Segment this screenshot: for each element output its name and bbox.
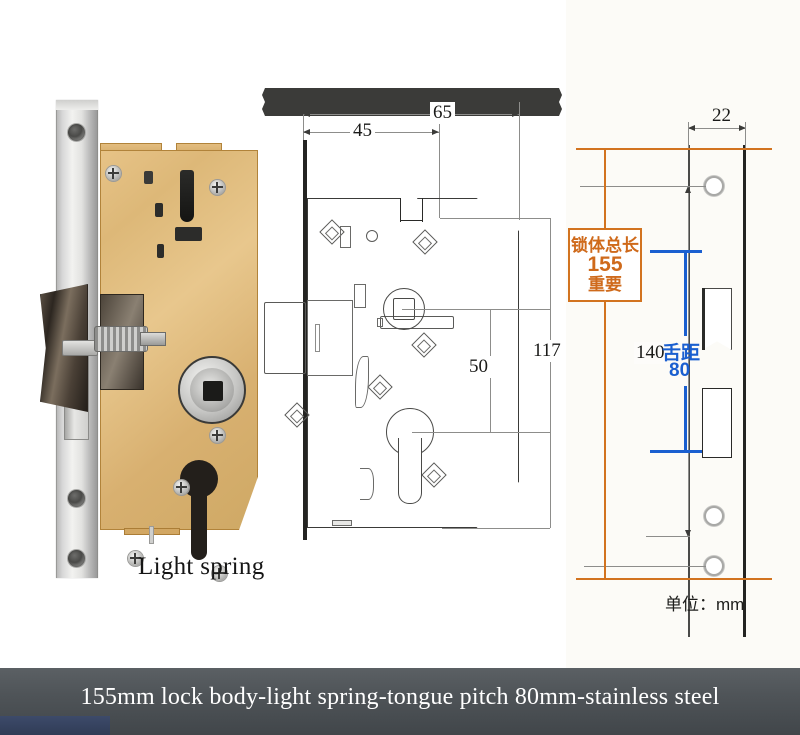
latch-notch-edge — [422, 198, 424, 222]
orange-dimension-line-vertical — [604, 148, 606, 228]
arrow-icon — [685, 530, 691, 537]
arrow-icon — [262, 95, 562, 102]
coil-spring — [94, 326, 148, 352]
dimension-label-45: 45 — [350, 120, 375, 142]
side-latch-bolt-edge — [702, 288, 705, 350]
dimension-line-65 — [303, 114, 519, 115]
drawing-cylinder-join — [399, 434, 421, 442]
case-slot — [155, 203, 163, 217]
lock-body-photo — [28, 88, 258, 588]
case-window-slot — [180, 170, 194, 222]
callout-line-1: 锁体总长 — [571, 235, 639, 255]
screw-icon — [210, 428, 225, 443]
screw-icon — [174, 480, 189, 495]
blue-dimension-line-vertical — [684, 250, 687, 336]
dimension-label-65: 65 — [430, 102, 455, 124]
dimension-label-117: 117 — [530, 340, 564, 362]
drawing-latch-pin — [315, 324, 320, 352]
arrow-icon — [262, 88, 562, 95]
drawing-cylinder-stem — [398, 438, 422, 504]
leader-line — [440, 218, 550, 219]
extension-line — [439, 114, 440, 218]
orange-dimension-line-vertical — [604, 302, 606, 579]
leader-line — [412, 432, 550, 433]
screw-icon — [210, 180, 225, 195]
drawing-latch-bolt — [264, 302, 306, 374]
arrow-icon — [262, 109, 562, 116]
spring-rod — [140, 332, 166, 346]
drawing-deadbolt-tip — [377, 318, 383, 327]
case-deadbolt-slot — [175, 227, 202, 241]
arrow-icon — [303, 129, 310, 135]
faceplate-top-bevel — [56, 100, 98, 110]
drawing-bottom-tab — [332, 520, 352, 526]
case-slot — [157, 244, 164, 258]
case-slot — [340, 226, 351, 248]
faceplate-screw-hole-icon — [704, 506, 724, 526]
faceplate-screw-hole-icon — [704, 556, 724, 576]
arrow-icon — [512, 111, 519, 117]
arrow-icon — [739, 125, 746, 131]
drawing-latch-housing — [307, 300, 353, 376]
case-slot — [354, 284, 366, 308]
callout-line-3: 重要 — [588, 274, 622, 294]
extension-line — [646, 536, 690, 537]
side-deadbolt — [702, 388, 732, 458]
extension-line — [620, 186, 690, 187]
dimension-line-117 — [550, 218, 551, 528]
case-pin-slot — [149, 526, 154, 544]
screw-icon — [106, 166, 121, 181]
extension-line — [745, 122, 746, 148]
callout-tongue-pitch-value: 80 — [669, 360, 691, 381]
callout-tongue-pitch-label: 舌距 — [662, 343, 701, 364]
blue-dimension-line-top — [650, 250, 702, 253]
blue-dimension-line-vertical — [684, 386, 687, 452]
dimension-line-22 — [688, 128, 746, 129]
faceplate-screw-hole-icon — [68, 124, 85, 141]
callout-total-length: 锁体总长 155 重要 — [568, 228, 642, 302]
bottom-caption-text: 155mm lock body-light spring-tongue pitc… — [80, 684, 720, 710]
front-view-drawing: 65 45 — [262, 88, 564, 558]
dimension-label-22: 22 — [712, 105, 731, 126]
screw-icon — [128, 551, 143, 566]
pin-hole-icon — [366, 230, 378, 242]
leader-line — [442, 528, 550, 529]
callout-line-2: 155 — [587, 253, 623, 277]
faceplate-screw-hole-icon — [704, 176, 724, 196]
latch-tongue — [62, 340, 98, 356]
spindle-square-hole — [203, 381, 223, 401]
latch-notch-edge — [400, 198, 402, 222]
orange-dimension-line-bottom — [576, 578, 772, 580]
side-latch-bolt — [702, 288, 732, 350]
leader-line — [584, 566, 706, 567]
latch-notch-edge — [400, 220, 423, 222]
unit-note: 单位：mm — [665, 595, 745, 614]
extension-line — [688, 122, 689, 148]
orange-dimension-line-top — [576, 148, 772, 150]
dimension-line-140 — [688, 186, 689, 536]
dimension-label-140: 140 — [634, 342, 667, 364]
drawing-cam-lever — [355, 356, 369, 408]
dimension-label-50: 50 — [466, 356, 491, 378]
extension-line — [519, 102, 520, 220]
arrow-icon — [685, 186, 691, 193]
arrow-icon — [432, 129, 439, 135]
arrow-icon — [303, 111, 310, 117]
blue-dimension-line-bottom — [650, 450, 702, 453]
arrow-icon — [262, 102, 562, 109]
cylinder-keyhole-stem — [191, 486, 207, 560]
case-slot — [144, 171, 153, 184]
drawing-hook-lever — [360, 468, 374, 500]
bottom-caption-bar: 155mm lock body-light spring-tongue pitc… — [0, 668, 800, 735]
faceplate-screw-hole-icon — [68, 550, 85, 567]
screw-icon — [212, 566, 227, 581]
photo-caption-light-spring: Light spring — [138, 553, 265, 580]
leader-line — [402, 309, 550, 310]
bottom-bar-accent — [0, 716, 110, 735]
faceplate-screw-hole-icon — [68, 490, 85, 507]
side-plate-right-edge — [743, 145, 746, 637]
arrow-icon — [688, 125, 695, 131]
